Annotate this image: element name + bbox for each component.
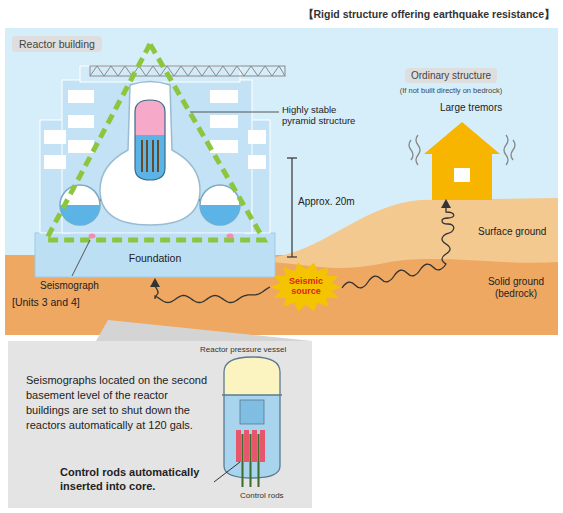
tag-text: Ordinary structure xyxy=(411,70,491,81)
house-body xyxy=(432,152,492,200)
arrow-head xyxy=(150,278,160,287)
seismic-wave xyxy=(155,285,270,303)
tremor-mark xyxy=(504,135,508,165)
vessel-body xyxy=(224,357,280,478)
structure-note: Highly stable pyramid structure xyxy=(282,104,366,127)
sky xyxy=(5,28,558,268)
fuel-rod xyxy=(146,140,148,172)
unit-note: [Units 3 and 4] xyxy=(12,296,80,308)
pressure-vessel-water xyxy=(135,135,165,180)
window xyxy=(248,155,266,169)
source-text: Seismic source xyxy=(283,277,329,297)
crane-truss xyxy=(90,66,285,76)
pressure-vessel-top xyxy=(135,100,165,135)
fuel-rod xyxy=(260,430,265,462)
building-top xyxy=(80,66,240,82)
control-rod xyxy=(258,434,260,487)
fuel-rod xyxy=(236,430,241,462)
window xyxy=(248,130,266,144)
effect-note: Large tremors xyxy=(440,102,502,113)
surface-ground xyxy=(265,198,558,268)
vessel-flange xyxy=(222,394,282,396)
suppression-water xyxy=(200,205,240,225)
pressure-vessel xyxy=(135,100,165,180)
fuel-rod xyxy=(157,140,159,172)
tag-text: Reactor building xyxy=(19,38,95,50)
tremor-mark xyxy=(511,140,515,160)
ground-label: Solid ground (bedrock) xyxy=(478,276,554,300)
callout-panel: Reactor pressure vesselSeismographs loca… xyxy=(8,341,312,508)
seismic-wave xyxy=(342,206,454,288)
crane-truss xyxy=(90,66,285,76)
callout-body: Seismographs located on the second basem… xyxy=(26,373,212,432)
dimension-label: Approx. 20m xyxy=(298,196,355,207)
dimension-bar xyxy=(291,158,292,257)
arrow-head xyxy=(441,199,451,208)
foundation-text: Foundation xyxy=(129,252,182,264)
window xyxy=(68,115,94,128)
tremor-mark xyxy=(409,140,413,160)
callout-panel-ground xyxy=(8,341,312,508)
dimension-cap xyxy=(287,256,297,257)
fuel-rod xyxy=(141,140,143,172)
section-tag: Ordinary structure(If not built directly… xyxy=(405,68,497,83)
ground-label: Surface ground xyxy=(478,226,546,237)
callout-wedge xyxy=(96,320,312,341)
control-rod xyxy=(250,434,252,487)
window xyxy=(68,90,94,103)
tag-note: (If not built directly on bedrock) xyxy=(400,86,503,95)
suppression-water xyxy=(60,205,100,225)
tremor-mark xyxy=(416,135,420,165)
diagram-title: 【Rigid structure offering earthquake res… xyxy=(303,8,555,22)
vessel-outline xyxy=(224,357,280,478)
pyramid-outline xyxy=(46,44,264,240)
leader-line xyxy=(190,112,279,113)
fuel-rod xyxy=(152,140,154,172)
separator xyxy=(240,400,264,424)
window xyxy=(210,140,238,153)
window xyxy=(210,115,238,128)
leader-line xyxy=(214,462,240,482)
seismograph-dot xyxy=(89,234,96,239)
window xyxy=(44,155,66,169)
leader-line xyxy=(72,240,90,276)
window xyxy=(68,140,94,153)
part-label: Seismograph xyxy=(40,280,99,291)
window xyxy=(210,90,238,103)
vessel-dome xyxy=(224,357,280,395)
dimension-cap xyxy=(287,157,297,158)
window xyxy=(44,130,66,144)
seismograph-dot xyxy=(227,234,234,239)
foundation-slab: Foundation xyxy=(35,233,275,277)
control-rod xyxy=(242,434,244,487)
part-name: Control rods xyxy=(240,491,284,500)
fuel-rod xyxy=(252,430,257,462)
part-name: Reactor pressure vessel xyxy=(200,345,286,354)
seismic-source: Seismic source xyxy=(270,262,342,312)
section-tag: Reactor building xyxy=(12,36,102,52)
house-roof xyxy=(424,122,500,154)
callout-emphasis: Control rods automatically inserted into… xyxy=(60,465,210,494)
fuel-rod xyxy=(244,430,249,462)
starburst-shape xyxy=(270,263,342,312)
house-window xyxy=(454,168,470,182)
